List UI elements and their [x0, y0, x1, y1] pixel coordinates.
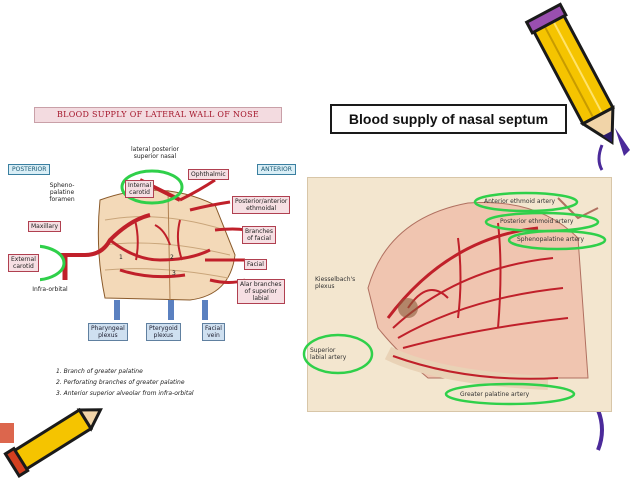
label-lateral-posterior-nasal: lateral posterior superior nasal — [130, 146, 180, 160]
label-kiesselbach-plexus: Kiesselbach's plexus — [315, 276, 356, 290]
label-alar-branches: Alar branches of superior labial — [237, 279, 285, 304]
label-facial-vein: Facial vein — [202, 323, 225, 341]
lateral-wall-title: BLOOD SUPPLY OF LATERAL WALL OF NOSE — [34, 107, 282, 123]
anterior-tag: ANTERIOR — [257, 164, 296, 175]
label-pterygoid-plexus: Pterygoid plexus — [146, 323, 181, 341]
label-greater-palatine-artery: Greater palatine artery — [460, 391, 530, 398]
label-spheno-palatine: Spheno- palatine foramen — [49, 182, 75, 203]
label-sphenopalatine-artery: Sphenopalatine artery — [517, 236, 585, 243]
label-ophthalmic: Ophthalmic — [188, 169, 229, 180]
label-internal-carotid: Internal carotid — [125, 180, 155, 198]
pencil-icon-top-right — [524, 2, 630, 156]
label-infra-orbital: Infra-orbital — [32, 286, 68, 293]
septum-illustration — [367, 197, 599, 390]
nasal-septum-title: Blood supply of nasal septum — [330, 104, 567, 134]
label-num-2: 2 — [170, 254, 174, 261]
septum-illustration-panel — [307, 177, 612, 412]
label-post-ant-ethmoidal: Posterior/anterior ethmoidal — [232, 196, 291, 214]
footnote-3: 3. Anterior superior alveolar from infra… — [56, 390, 194, 397]
label-maxillary: Maxillary — [28, 221, 62, 232]
bracket-accent — [596, 144, 604, 451]
footnote-2: 2. Perforating branches of greater palat… — [56, 379, 185, 386]
septum-highlight-circles — [302, 191, 607, 406]
label-num-3: 3 — [172, 270, 176, 277]
label-external-carotid: External carotid — [8, 254, 39, 272]
label-num-1: 1 — [119, 254, 123, 261]
pencil-icon-bottom-left — [0, 407, 103, 478]
label-posterior-ethmoid-artery: Posterior ethmoid artery — [500, 218, 574, 225]
label-branches-facial: Branches of facial — [242, 226, 276, 244]
posterior-tag: POSTERIOR — [8, 164, 51, 175]
label-facial: Facial — [244, 259, 267, 270]
label-superior-labial-artery: Superior labial artery — [310, 347, 347, 361]
footnote-1: 1. Branch of greater palatine — [56, 368, 143, 375]
label-anterior-ethmoid-artery: Anterior ethmoid artery — [484, 198, 556, 205]
label-pharyngeal-plexus: Pharyngeal plexus — [88, 323, 128, 341]
